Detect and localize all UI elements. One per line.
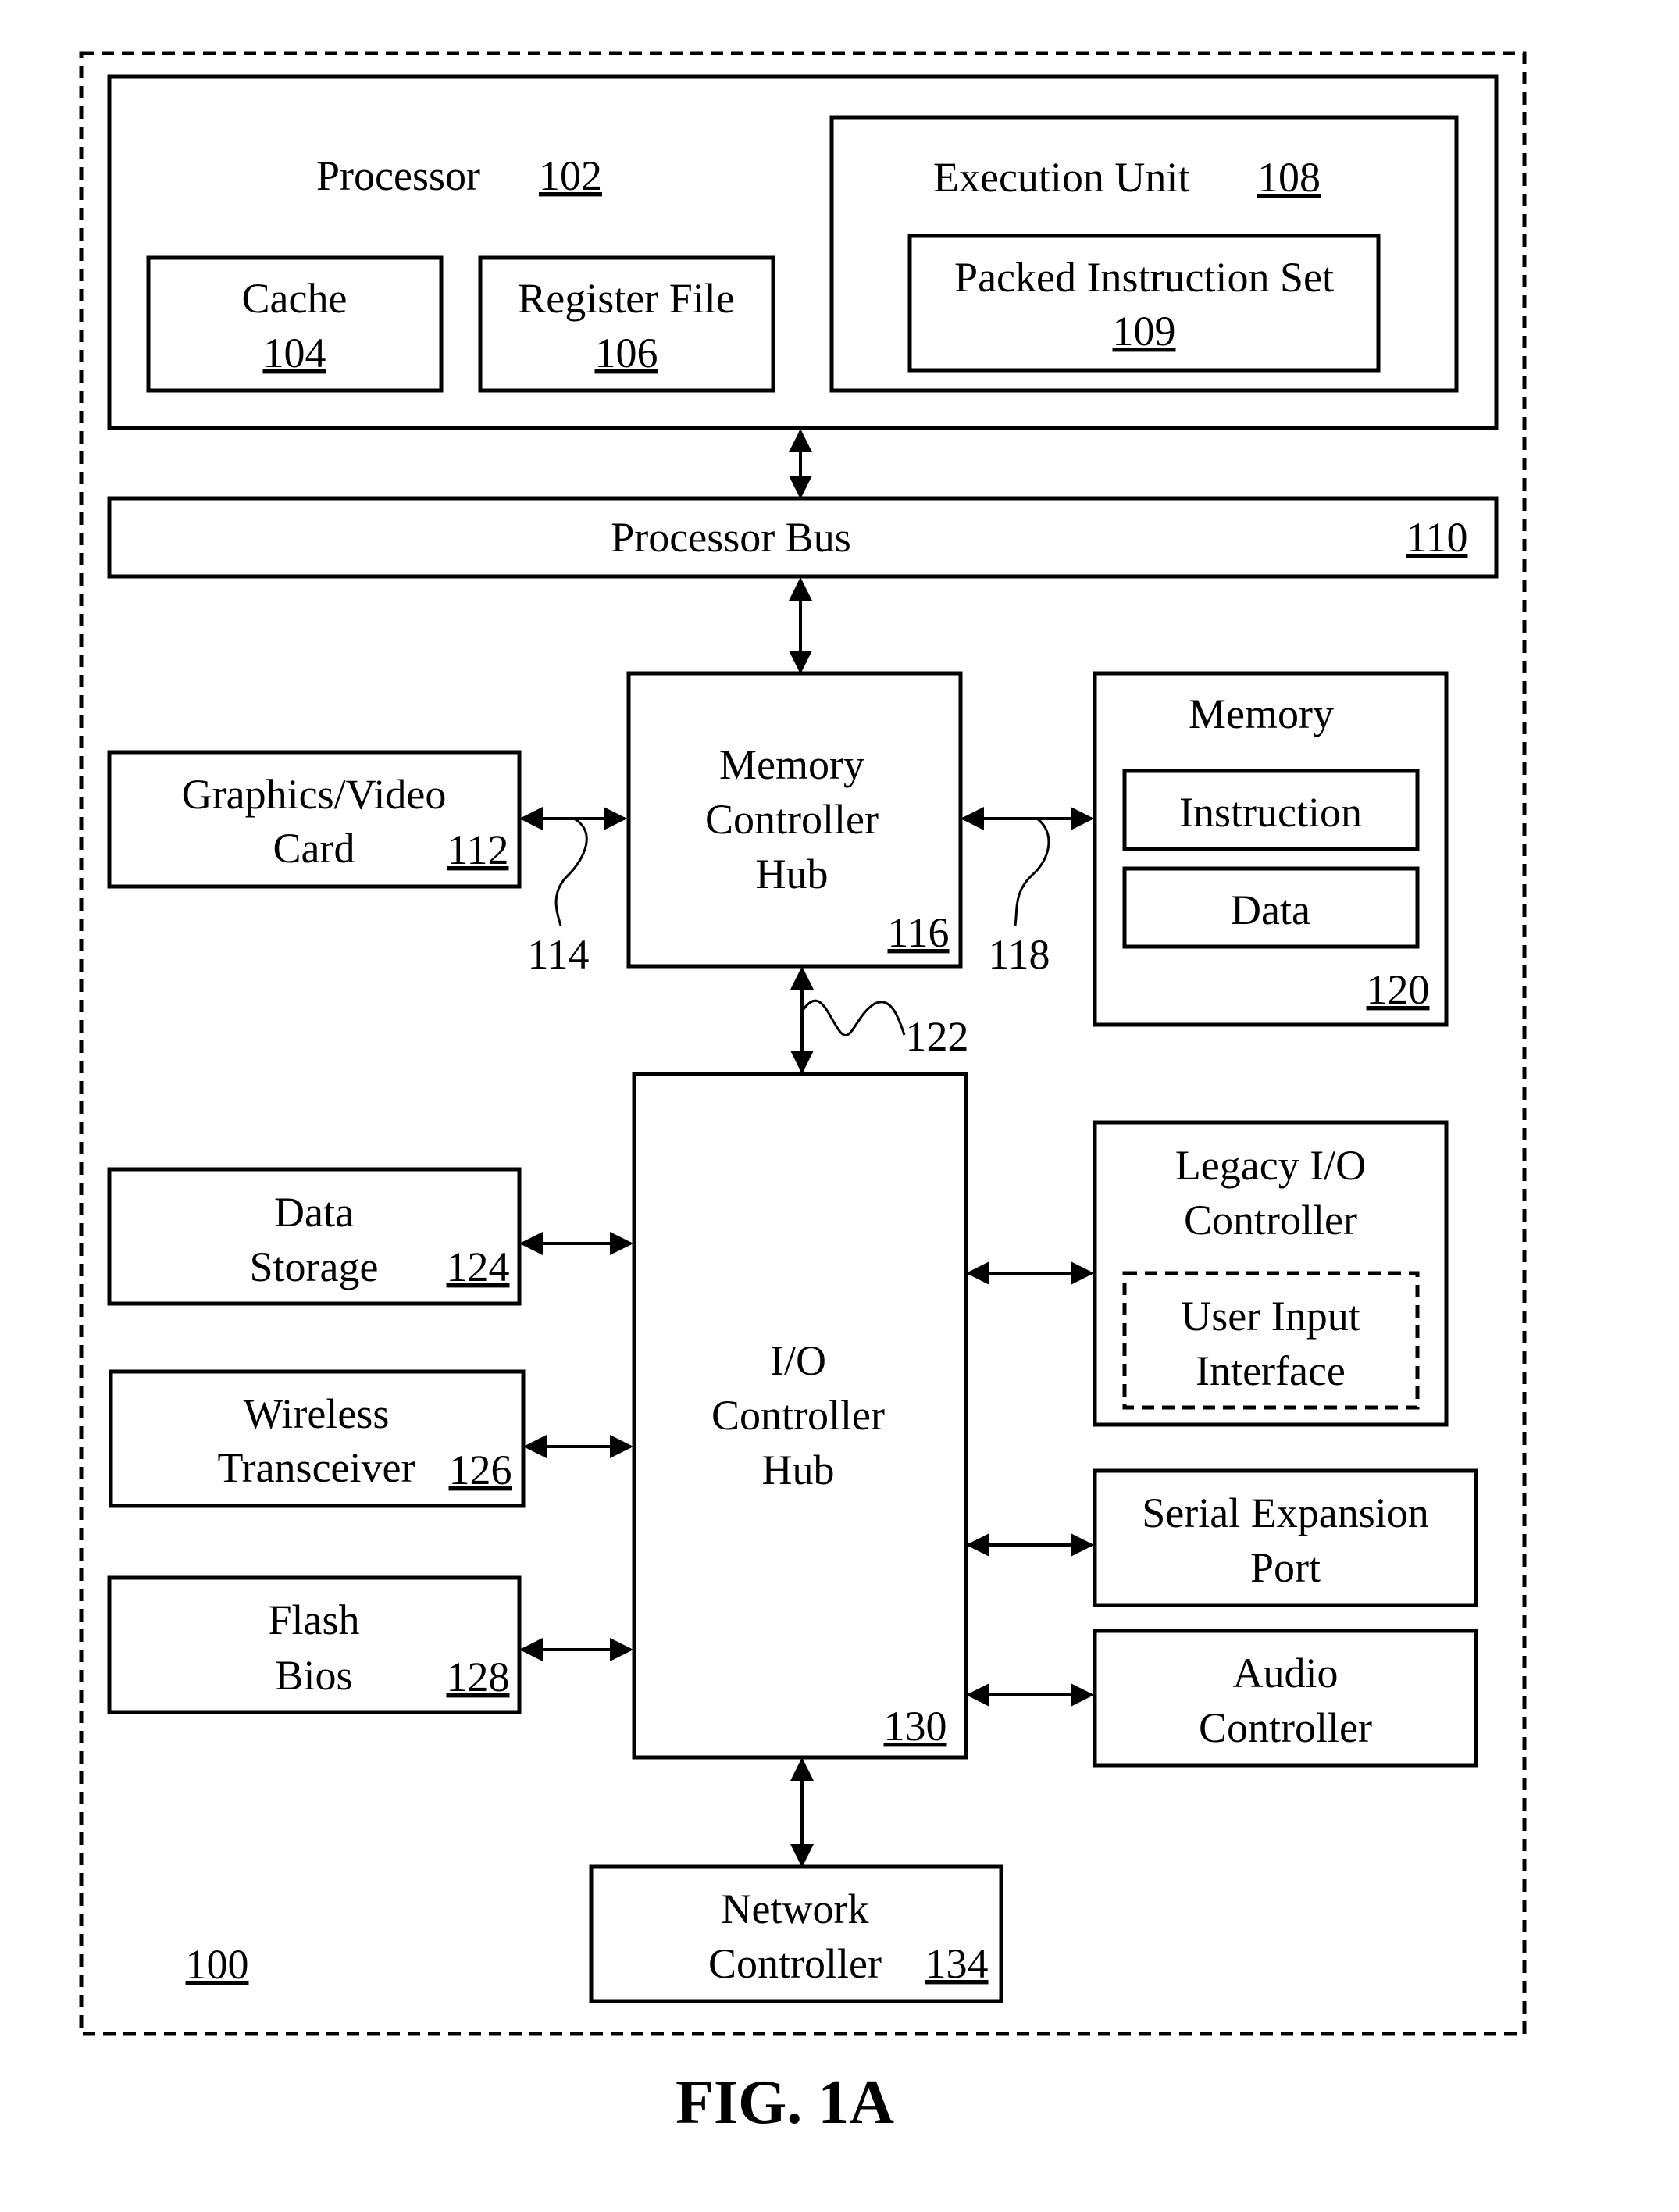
data-label: Data bbox=[1231, 887, 1310, 933]
packed-instruction-set-label: Packed Instruction Set bbox=[954, 254, 1334, 301]
io-controller-hub: I/O Controller Hub 130 bbox=[634, 1074, 966, 1757]
flash-bios-ref: 128 bbox=[447, 1654, 510, 1700]
audio-controller-line1: Audio bbox=[1233, 1650, 1339, 1696]
mch-ref: 116 bbox=[888, 909, 950, 956]
wireless-transceiver: Wireless Transceiver 126 bbox=[111, 1372, 523, 1506]
data-storage-ref: 124 bbox=[447, 1243, 510, 1290]
mch-line1: Memory bbox=[719, 741, 864, 788]
register-file-ref: 106 bbox=[595, 330, 658, 376]
data-storage: Data Storage 124 bbox=[109, 1169, 519, 1304]
user-input-line1: User Input bbox=[1181, 1293, 1360, 1340]
packed-instruction-set-ref: 109 bbox=[1113, 308, 1176, 355]
memory-label: Memory bbox=[1189, 690, 1334, 737]
execution-unit-ref: 108 bbox=[1257, 154, 1321, 201]
legacy-io-controller: Legacy I/O Controller User Input Interfa… bbox=[1095, 1122, 1446, 1425]
processor-ref: 102 bbox=[539, 152, 602, 199]
link-122-leader bbox=[802, 1001, 904, 1035]
graphics-card-line2: Card bbox=[273, 825, 355, 872]
flash-bios-line1: Flash bbox=[268, 1597, 359, 1643]
processor-bus: Processor Bus 110 bbox=[109, 498, 1496, 576]
memory-ref: 120 bbox=[1367, 966, 1430, 1013]
link-122-ref: 122 bbox=[906, 1013, 969, 1060]
processor-bus-label: Processor Bus bbox=[611, 514, 851, 561]
wireless-transceiver-line1: Wireless bbox=[244, 1390, 390, 1437]
network-controller-line1: Network bbox=[722, 1886, 869, 1932]
processor-block: Processor 102 Cache 104 Register File 10… bbox=[109, 77, 1496, 428]
link-118-leader bbox=[1015, 819, 1049, 926]
data-storage-line1: Data bbox=[274, 1189, 354, 1236]
ich-ref: 130 bbox=[884, 1703, 947, 1750]
wireless-transceiver-line2: Transceiver bbox=[218, 1444, 415, 1491]
execution-unit-label: Execution Unit bbox=[933, 154, 1189, 201]
audio-controller-line2: Controller bbox=[1199, 1704, 1372, 1751]
graphics-card-ref: 112 bbox=[447, 826, 509, 873]
mch-line2: Controller bbox=[705, 796, 879, 843]
register-file-label: Register File bbox=[518, 275, 734, 322]
user-input-line2: Interface bbox=[1196, 1347, 1346, 1394]
ich-line2: Controller bbox=[711, 1392, 885, 1439]
legacy-io-line1: Legacy I/O bbox=[1175, 1142, 1366, 1189]
cache-label: Cache bbox=[242, 275, 348, 322]
cache-ref: 104 bbox=[263, 330, 326, 376]
mch-line3: Hub bbox=[756, 851, 829, 897]
network-controller: Network Controller 134 bbox=[591, 1867, 1001, 2001]
instruction-label: Instruction bbox=[1179, 789, 1362, 836]
link-114-leader bbox=[556, 819, 586, 926]
figure-caption: FIG. 1A bbox=[676, 2068, 894, 2137]
processor-bus-ref: 110 bbox=[1406, 514, 1468, 561]
graphics-card-line1: Graphics/Video bbox=[182, 771, 447, 818]
wireless-transceiver-ref: 126 bbox=[449, 1447, 512, 1493]
flash-bios-line2: Bios bbox=[275, 1652, 352, 1699]
memory-controller-hub: Memory Controller Hub 116 bbox=[629, 673, 961, 966]
flash-bios: Flash Bios 128 bbox=[109, 1578, 519, 1712]
processor-label: Processor bbox=[316, 152, 480, 199]
serial-expansion-line2: Port bbox=[1250, 1544, 1321, 1591]
audio-controller: Audio Controller bbox=[1095, 1631, 1476, 1765]
serial-expansion-port: Serial Expansion Port bbox=[1095, 1471, 1476, 1605]
system-ref: 100 bbox=[186, 1941, 249, 1988]
ich-line3: Hub bbox=[762, 1447, 835, 1493]
link-118-ref: 118 bbox=[989, 931, 1050, 978]
legacy-io-line2: Controller bbox=[1184, 1197, 1357, 1243]
network-controller-ref: 134 bbox=[925, 1940, 989, 1987]
graphics-card: Graphics/Video Card 112 bbox=[109, 752, 519, 887]
serial-expansion-line1: Serial Expansion bbox=[1142, 1490, 1428, 1536]
ich-line1: I/O bbox=[770, 1337, 826, 1384]
memory: Memory Instruction Data 120 bbox=[1095, 673, 1446, 1025]
link-114-ref: 114 bbox=[528, 931, 590, 978]
data-storage-line2: Storage bbox=[250, 1243, 379, 1290]
network-controller-line2: Controller bbox=[708, 1940, 882, 1987]
